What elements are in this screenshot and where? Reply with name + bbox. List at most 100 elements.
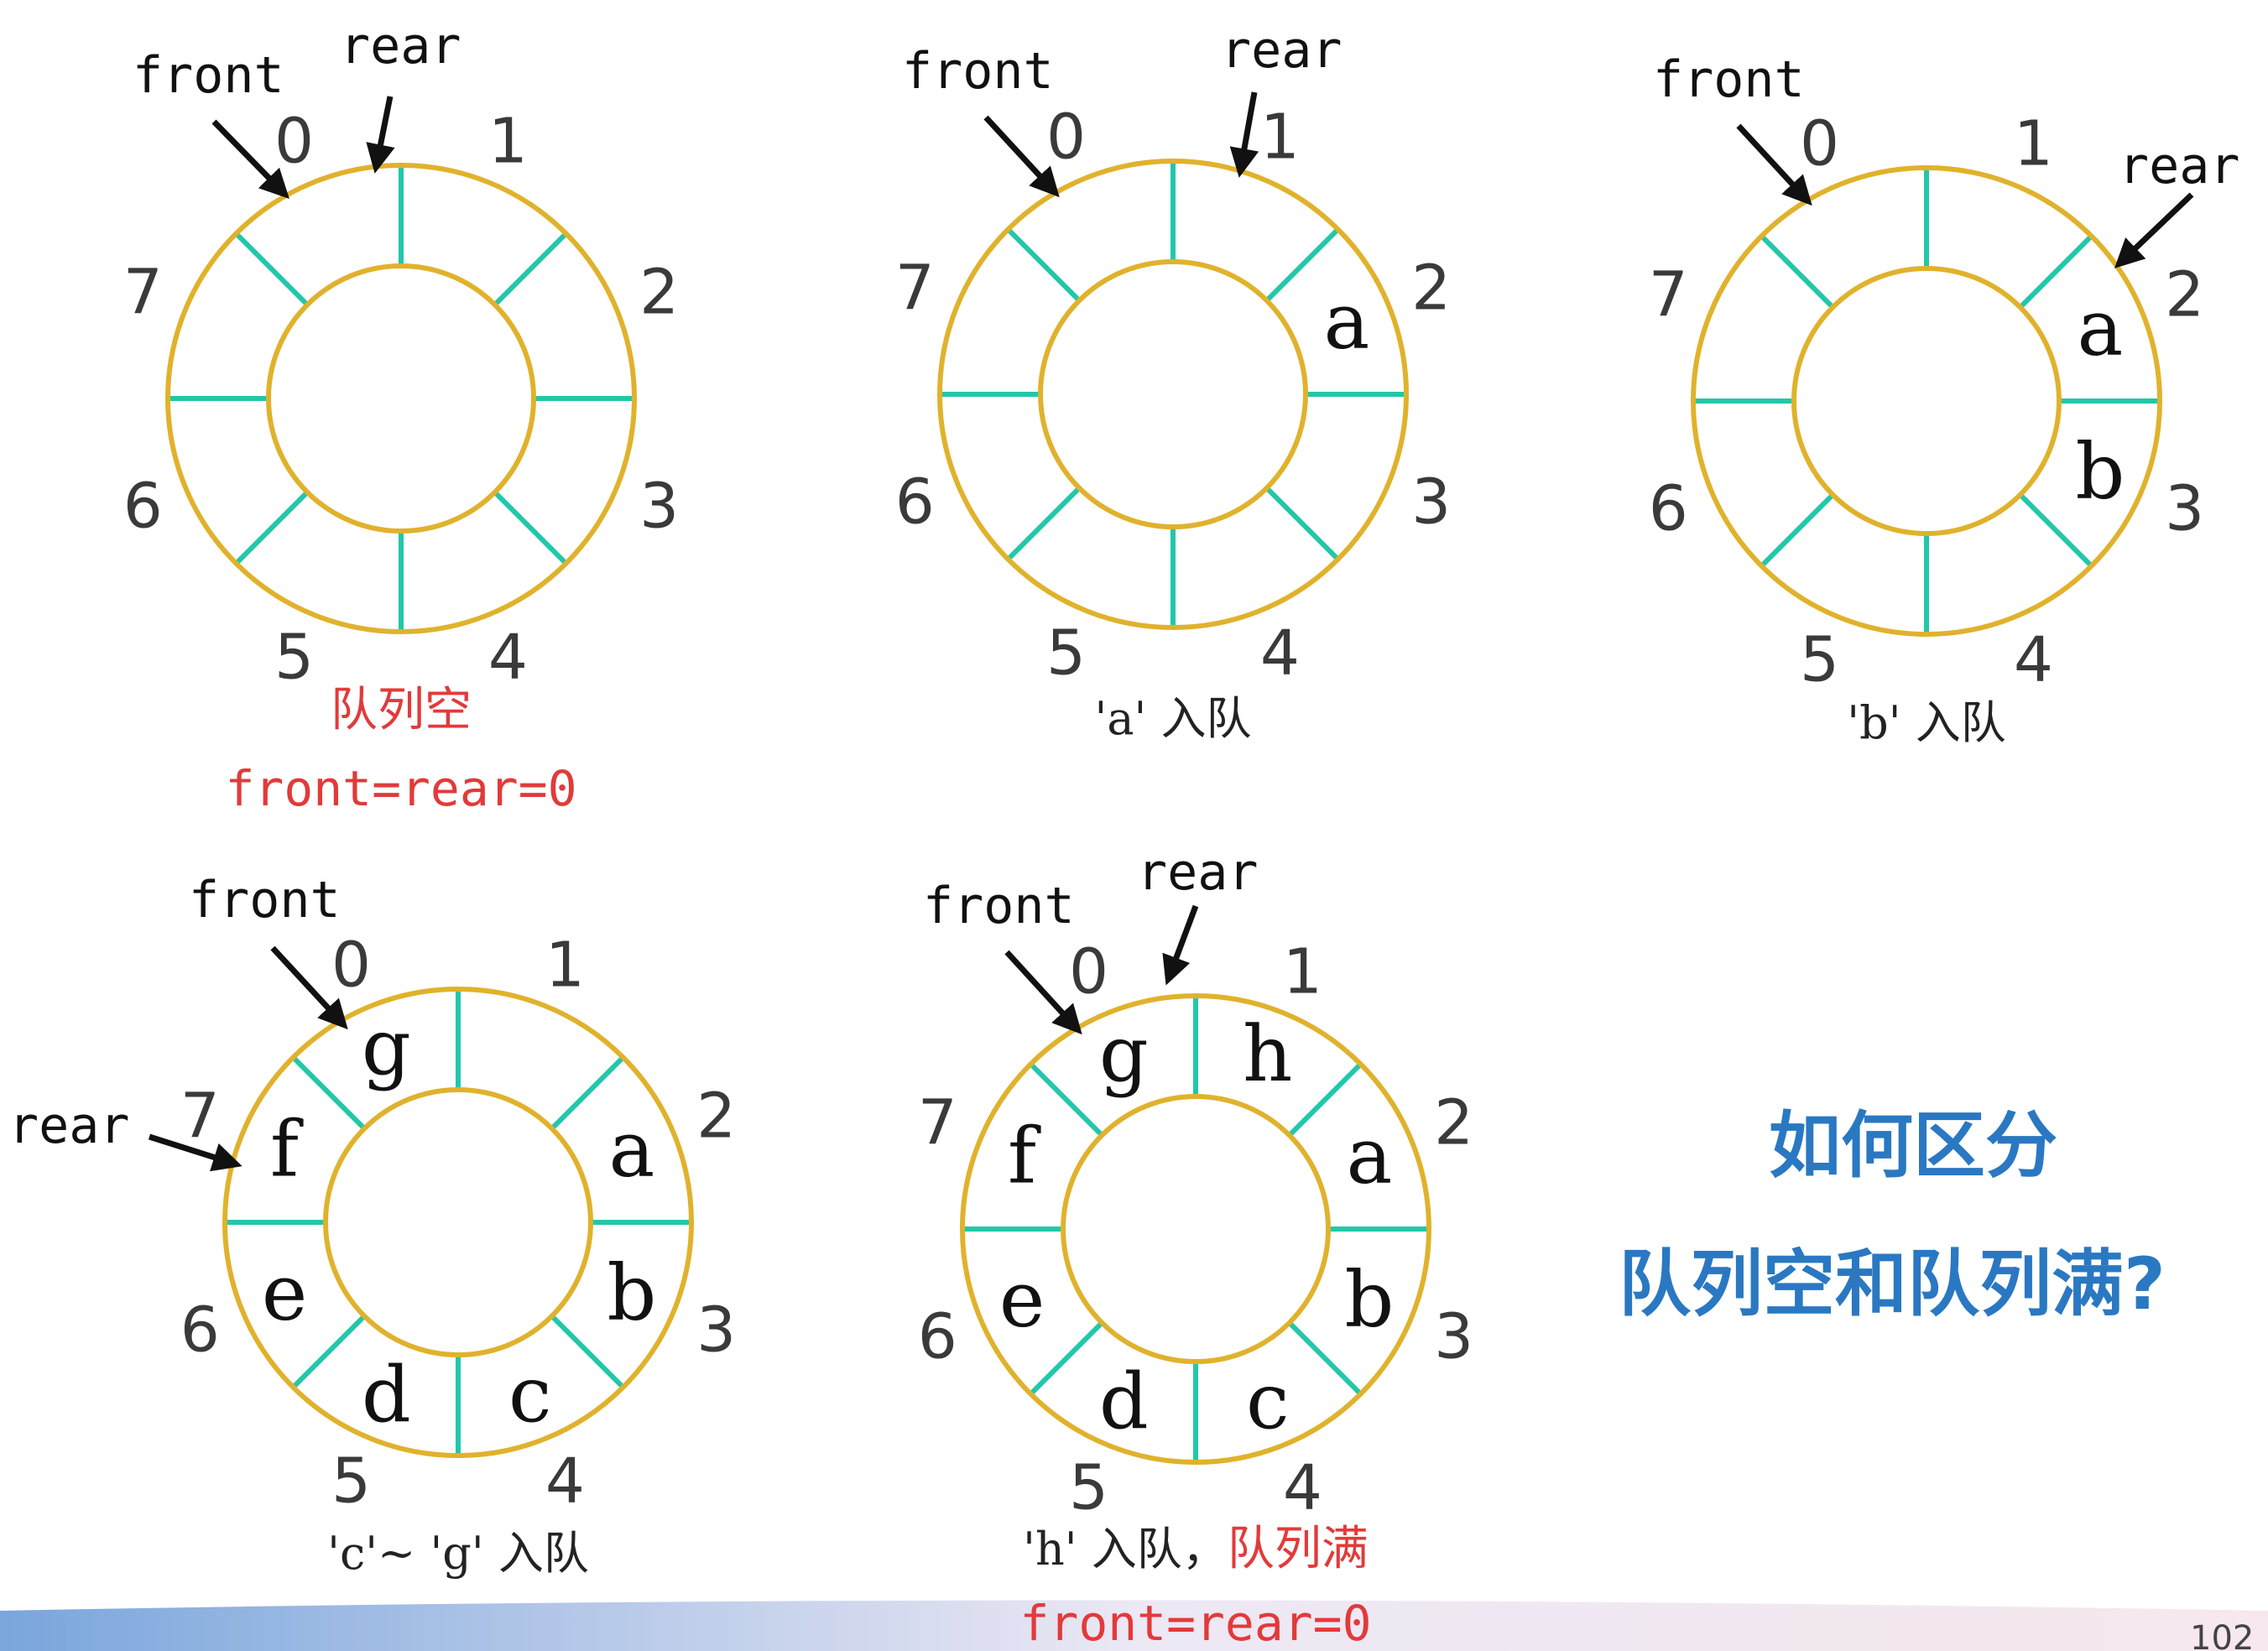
slot-index-label: 1 (2014, 107, 2053, 180)
rear-label: rear (1137, 843, 1259, 902)
front-arrow (983, 115, 1060, 198)
slot-index-label: 6 (180, 1294, 220, 1366)
slot-index-label: 2 (1411, 253, 1451, 325)
slot-index-label: 1 (488, 105, 528, 177)
outer-ring (960, 993, 1431, 1465)
queue-diagrams: 0 1 2 3 4 5 6 7 队列空 front=rear=0 0 1 2 3 4 5 6 7 a 'a' 入队 0 1… (123, 101, 2204, 1651)
caption-part: 'b' 入队 (1847, 696, 2005, 749)
slot-divider (1029, 1062, 1104, 1138)
slot-divider (1287, 1062, 1363, 1138)
queue-element: e (262, 1248, 307, 1338)
slot-divider (1287, 1320, 1363, 1396)
slot-divider (1760, 492, 1835, 568)
outer-ring (165, 163, 637, 634)
slot-index-label: 4 (2014, 624, 2053, 696)
diagram-caption: 'h' 入队，队列满 (1023, 1522, 1369, 1576)
queue-element: b (1344, 1255, 1394, 1345)
queue-element: c (1246, 1357, 1290, 1446)
rear-arrow (2114, 192, 2194, 268)
slot-index-label: 2 (696, 1081, 736, 1153)
slot-divider (2018, 492, 2093, 568)
queue-element: g (362, 1003, 411, 1092)
slot-index-label: 6 (895, 466, 935, 538)
rear-label: rear (1221, 21, 1343, 80)
queue-element: a (2078, 283, 2124, 372)
inner-ring (323, 1087, 593, 1357)
front-label: front (923, 877, 1075, 935)
slot-index-label: 1 (1260, 101, 1300, 173)
caption-part: front=rear=0 (1019, 1595, 1371, 1651)
inner-ring (1791, 266, 2062, 536)
rear-label: rear (8, 1096, 130, 1155)
diagram-caption: front=rear=0 (1019, 1595, 1371, 1651)
question-line-1: 如何区分 (1769, 1104, 2057, 1188)
slot-index-label: 3 (1411, 466, 1451, 538)
slot-index-label: 5 (274, 622, 314, 694)
slot-divider (493, 490, 568, 565)
caption-part: 队列空 (331, 683, 472, 737)
diagram-caption: 'a' 入队 (1094, 692, 1251, 745)
outer-ring (1691, 165, 2162, 637)
queue-element: g (1099, 1009, 1149, 1099)
queue-element: f (1008, 1111, 1041, 1200)
diagram-caption: 队列空 (331, 683, 472, 737)
slot-index-label: 1 (1283, 935, 1322, 1008)
front-label: front (189, 871, 341, 930)
slot-index-label: 1 (545, 929, 585, 1001)
slot-index-label: 2 (1434, 1087, 1473, 1159)
slot-index-label: 2 (639, 257, 679, 329)
front-label: front (902, 42, 1054, 101)
slot-divider (1029, 1320, 1104, 1396)
slot-divider (1006, 227, 1082, 303)
caption-part: 队列满 (1228, 1522, 1369, 1576)
slot-index-label: 6 (918, 1300, 957, 1372)
front-label: front (1653, 50, 1805, 109)
inner-ring (1038, 259, 1308, 529)
slot-index-label: 3 (696, 1294, 736, 1366)
slot-index-label: 5 (1046, 617, 1086, 690)
slot-index-label: 4 (545, 1445, 585, 1518)
inner-ring (1061, 1094, 1331, 1364)
slot-index-label: 0 (331, 929, 371, 1001)
slot-divider (493, 232, 568, 307)
slot-divider (1760, 234, 1835, 310)
slot-divider (1264, 227, 1340, 303)
slot-index-label: 6 (1649, 472, 1688, 544)
caption-part: 'h' 入队， (1023, 1523, 1228, 1575)
front-label: front (133, 46, 284, 105)
caption-part: 'a' 入队 (1094, 692, 1251, 745)
queue-element: d (362, 1350, 411, 1440)
slot-divider (1264, 486, 1340, 561)
slot-index-label: 0 (1800, 107, 1839, 180)
slot-index-label: 3 (1434, 1300, 1473, 1372)
rear-arrow (1162, 904, 1199, 986)
slot-index-label: 3 (639, 470, 679, 542)
outer-ring (222, 987, 694, 1458)
queue-element: h (1243, 1009, 1292, 1099)
slot-index-label: 0 (274, 105, 314, 177)
slot-divider (234, 232, 310, 307)
slot-index-label: 3 (2165, 472, 2204, 544)
slot-index-label: 4 (488, 622, 528, 694)
caption-part: front=rear=0 (225, 760, 576, 817)
queue-element: a (609, 1104, 655, 1194)
queue-element: b (2075, 427, 2125, 517)
queue-element: f (270, 1104, 304, 1194)
diagram-caption: front=rear=0 (225, 760, 576, 817)
slot-index-label: 7 (918, 1087, 957, 1159)
rear-arrow (366, 96, 395, 174)
slot-divider (234, 490, 310, 565)
pointer-labels: front rear front rear front rear front r… (8, 17, 2240, 1155)
slot-index-label: 0 (1046, 101, 1086, 173)
page-number: 102 (2190, 1619, 2254, 1651)
front-arrow (1736, 123, 1812, 206)
front-arrow (270, 945, 348, 1030)
diagram-caption: 'b' 入队 (1847, 696, 2005, 749)
slot-index-label: 5 (331, 1445, 371, 1518)
slot-index-label: 7 (123, 257, 163, 329)
